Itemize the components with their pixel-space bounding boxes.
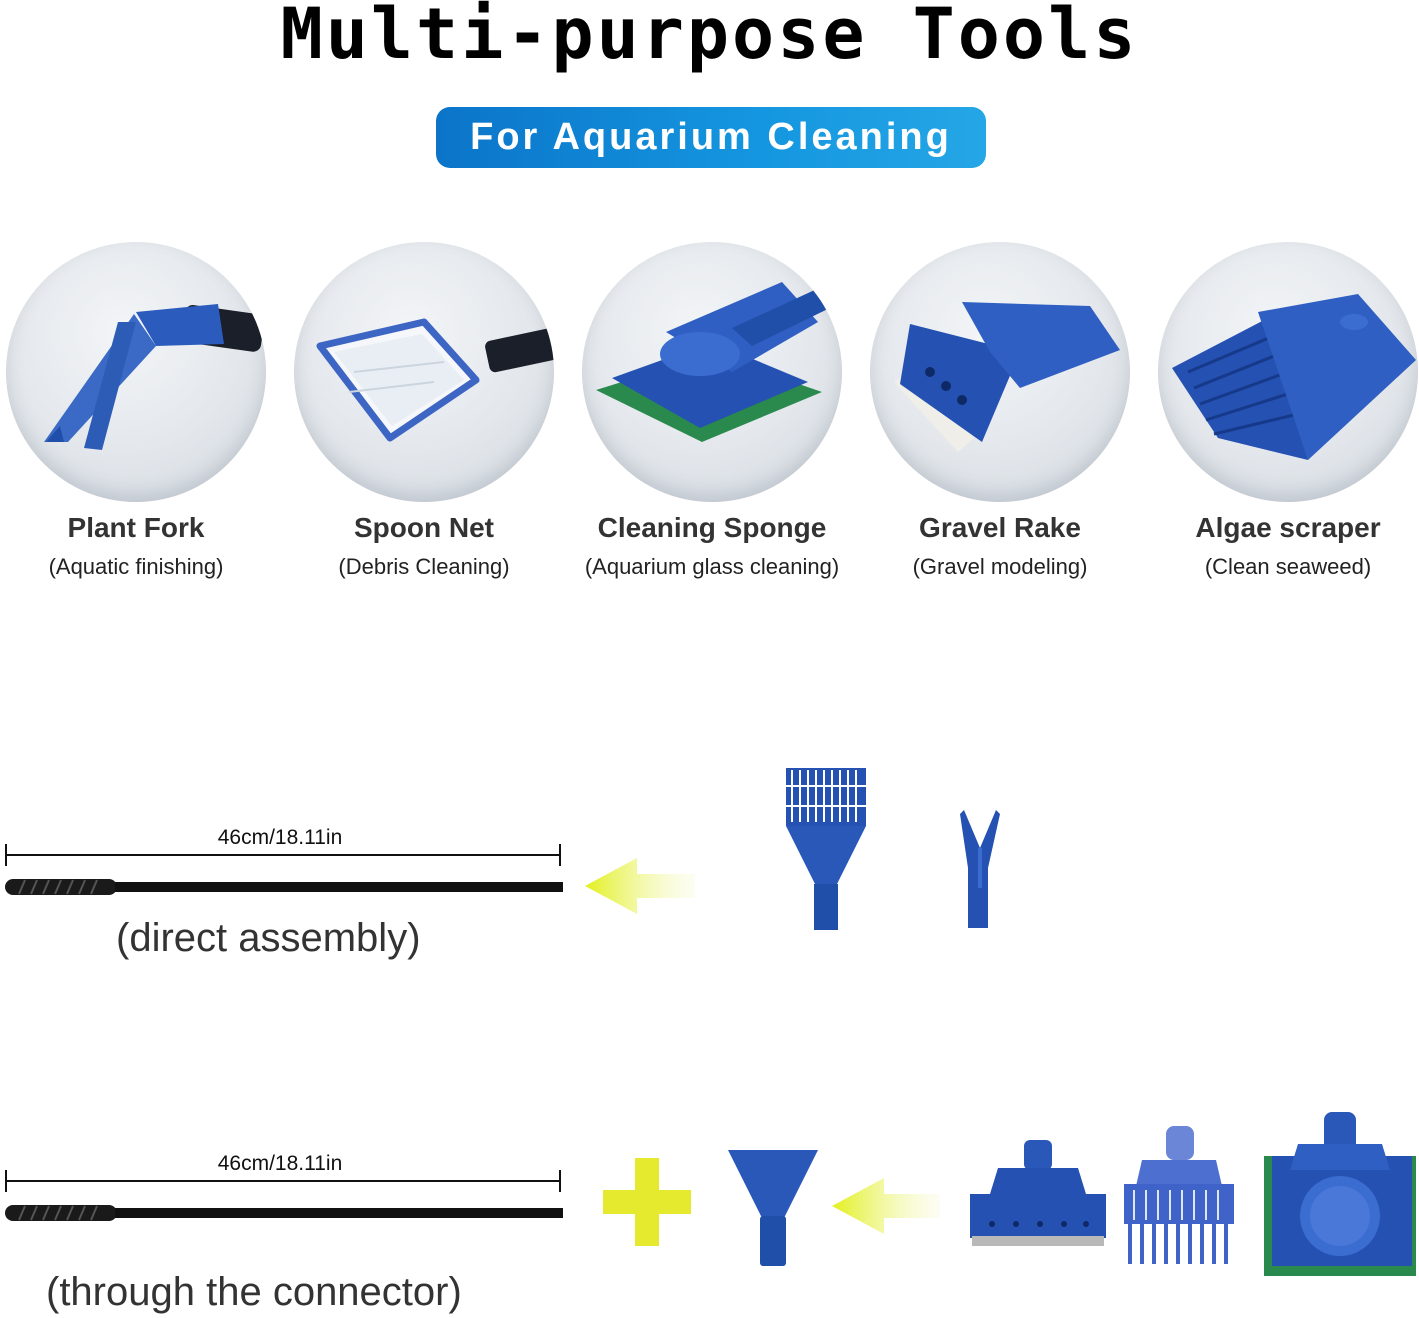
length-dimension-line [5, 1170, 561, 1192]
tool-name: Algae scraper [1195, 512, 1381, 543]
connector-assembly-caption: (through the connector) [46, 1270, 462, 1314]
tool-description: (Aquarium glass cleaning) [584, 554, 840, 579]
arrow-left-icon [585, 856, 695, 916]
length-label: 46cm/18.11in [217, 826, 343, 849]
rake-attachment-icon [1122, 1124, 1236, 1266]
tool-description: (Gravel modeling) [912, 554, 1088, 579]
tool-card-gravel-rake: Gravel Rake (Gravel modeling) [870, 242, 1130, 579]
tool-description: (Aquatic finishing) [48, 554, 224, 579]
length-dimension-line [5, 844, 561, 866]
tool-description: (Debris Cleaning) [338, 554, 510, 579]
length-label: 46cm/18.11in [217, 1152, 343, 1175]
scraper-attachment-icon [968, 1138, 1108, 1250]
tool-name: Cleaning Sponge [597, 512, 827, 543]
tool-name: Spoon Net [354, 512, 494, 543]
direct-assembly-caption: (direct assembly) [116, 916, 421, 960]
fork-attachment-icon [960, 808, 1002, 930]
algae-scraper-icon [1158, 242, 1418, 502]
comb-attachment-icon [784, 766, 868, 932]
page-title: Multi-purpose Tools [280, 0, 1139, 75]
tool-card-algae-scraper: Algae scraper (Clean seaweed) [1158, 242, 1418, 579]
handle-rod [5, 876, 563, 898]
sponge-attachment-icon [1262, 1110, 1418, 1278]
tool-card-cleaning-sponge: Cleaning Sponge (Aquarium glass cleaning… [582, 242, 842, 579]
plant-fork-icon [6, 242, 266, 502]
tool-card-plant-fork: Plant Fork (Aquatic finishing) [6, 242, 266, 579]
handle-rod [5, 1202, 563, 1224]
arrow-left-icon [832, 1176, 940, 1236]
gravel-rake-icon [870, 242, 1130, 502]
connector-icon [726, 1148, 820, 1268]
subtitle-badge: For Aquarium Cleaning [436, 107, 986, 168]
cleaning-sponge-icon [582, 242, 842, 502]
tool-name: Plant Fork [67, 512, 205, 543]
spoon-net-icon [294, 242, 554, 502]
plus-icon [603, 1158, 691, 1246]
tool-card-spoon-net: Spoon Net (Debris Cleaning) [294, 242, 554, 579]
tool-description: (Clean seaweed) [1204, 554, 1372, 579]
tool-name: Gravel Rake [919, 512, 1081, 543]
